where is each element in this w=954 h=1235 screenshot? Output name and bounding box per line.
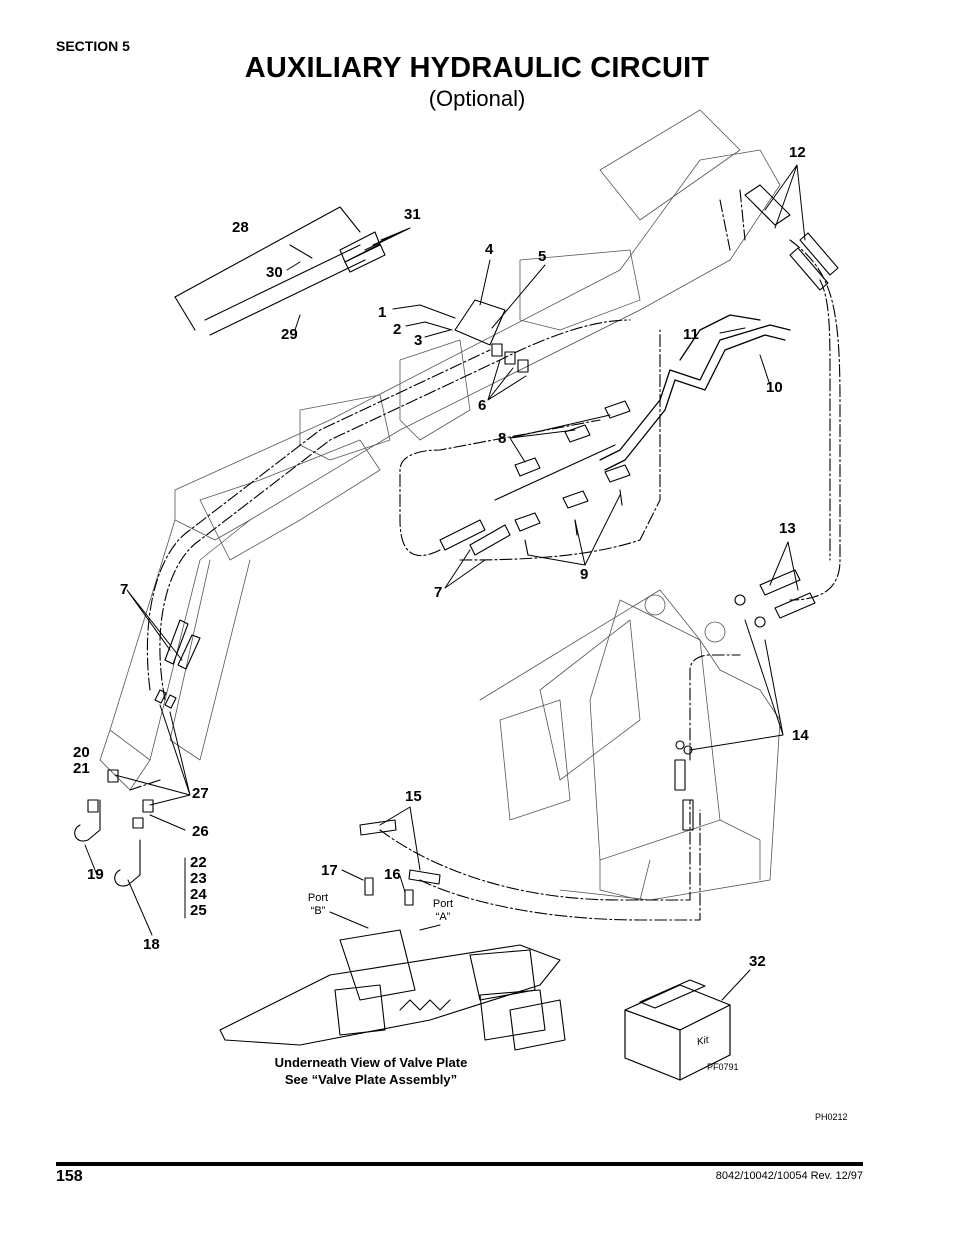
kit-box xyxy=(624,979,731,1081)
port-b-name: “B” xyxy=(310,905,326,917)
port-b-word: Port xyxy=(307,892,329,904)
callout-11: 11 xyxy=(683,326,699,343)
section-label: SECTION 5 xyxy=(56,38,130,54)
valve-plate-caption: Underneath View of Valve Plate See “Valv… xyxy=(236,1054,506,1088)
hydraulic-tubes xyxy=(599,314,791,471)
port-b-label: Port “B” xyxy=(296,892,340,918)
fittings-13-14 xyxy=(674,569,816,831)
callout-14: 14 xyxy=(792,727,809,744)
callout-15: 15 xyxy=(405,788,422,805)
callout-17: 17 xyxy=(321,862,338,879)
callout-28: 28 xyxy=(232,219,249,236)
fittings-7 xyxy=(154,519,511,709)
page-number: 158 xyxy=(56,1168,83,1185)
loader-frame-outline xyxy=(479,589,781,901)
callout-5: 5 xyxy=(538,248,547,265)
callout-27: 27 xyxy=(192,785,209,802)
fittings-18-27 xyxy=(74,769,154,887)
document-revision: 8042/10042/10054 Rev. 12/97 xyxy=(715,1170,863,1182)
callout-7-center: 7 xyxy=(434,584,443,601)
callout-4: 4 xyxy=(485,241,494,258)
clamp-6 xyxy=(491,343,529,373)
bolt-set-31 xyxy=(174,206,386,336)
callout-30: 30 xyxy=(266,264,283,281)
port-a-name: “A” xyxy=(435,911,451,923)
callout-8: 8 xyxy=(498,430,507,447)
callout-16: 16 xyxy=(384,866,401,883)
port-a-label: Port “A” xyxy=(421,898,465,924)
footer-rule xyxy=(56,1162,863,1166)
page-subtitle: (Optional) xyxy=(428,86,526,111)
hose-routes xyxy=(129,189,841,921)
caption-line-2: See “Valve Plate Assembly” xyxy=(284,1072,458,1087)
callout-20: 20 xyxy=(73,744,90,761)
callout-26: 26 xyxy=(192,823,209,840)
callout-32: 32 xyxy=(749,953,766,970)
callout-2: 2 xyxy=(393,321,402,338)
callout-6: 6 xyxy=(478,397,487,414)
callout-22: 22 xyxy=(190,854,207,871)
callout-31: 31 xyxy=(404,206,421,223)
page-title: AUXILIARY HYDRAULIC CIRCUIT xyxy=(244,52,710,84)
callout-18: 18 xyxy=(143,936,160,953)
callout-13: 13 xyxy=(779,520,796,537)
callout-23: 23 xyxy=(190,870,207,887)
callout-7-left: 7 xyxy=(120,581,129,598)
callout-29: 29 xyxy=(281,326,298,343)
clamp-blocks-8-9 xyxy=(494,400,631,556)
callout-10: 10 xyxy=(766,379,783,396)
callout-3: 3 xyxy=(414,332,423,349)
callout-19: 19 xyxy=(87,866,104,883)
figure-ref-code: PH0212 xyxy=(815,1112,848,1122)
callout-25: 25 xyxy=(190,902,207,919)
valve-plate-drawing xyxy=(219,929,566,1051)
fittings-12 xyxy=(744,184,839,291)
caption-line-1: Underneath View of Valve Plate xyxy=(274,1055,468,1070)
callout-24: 24 xyxy=(190,886,207,903)
callout-21: 21 xyxy=(73,760,90,777)
callout-9: 9 xyxy=(580,566,589,583)
kit-ref-code: PF0791 xyxy=(707,1062,739,1072)
fittings-15-17 xyxy=(359,819,441,906)
callout-12: 12 xyxy=(789,144,806,161)
bracket-4 xyxy=(419,299,506,346)
port-a-word: Port xyxy=(432,898,454,910)
leader-lines xyxy=(84,164,806,1001)
callout-1: 1 xyxy=(378,304,387,321)
